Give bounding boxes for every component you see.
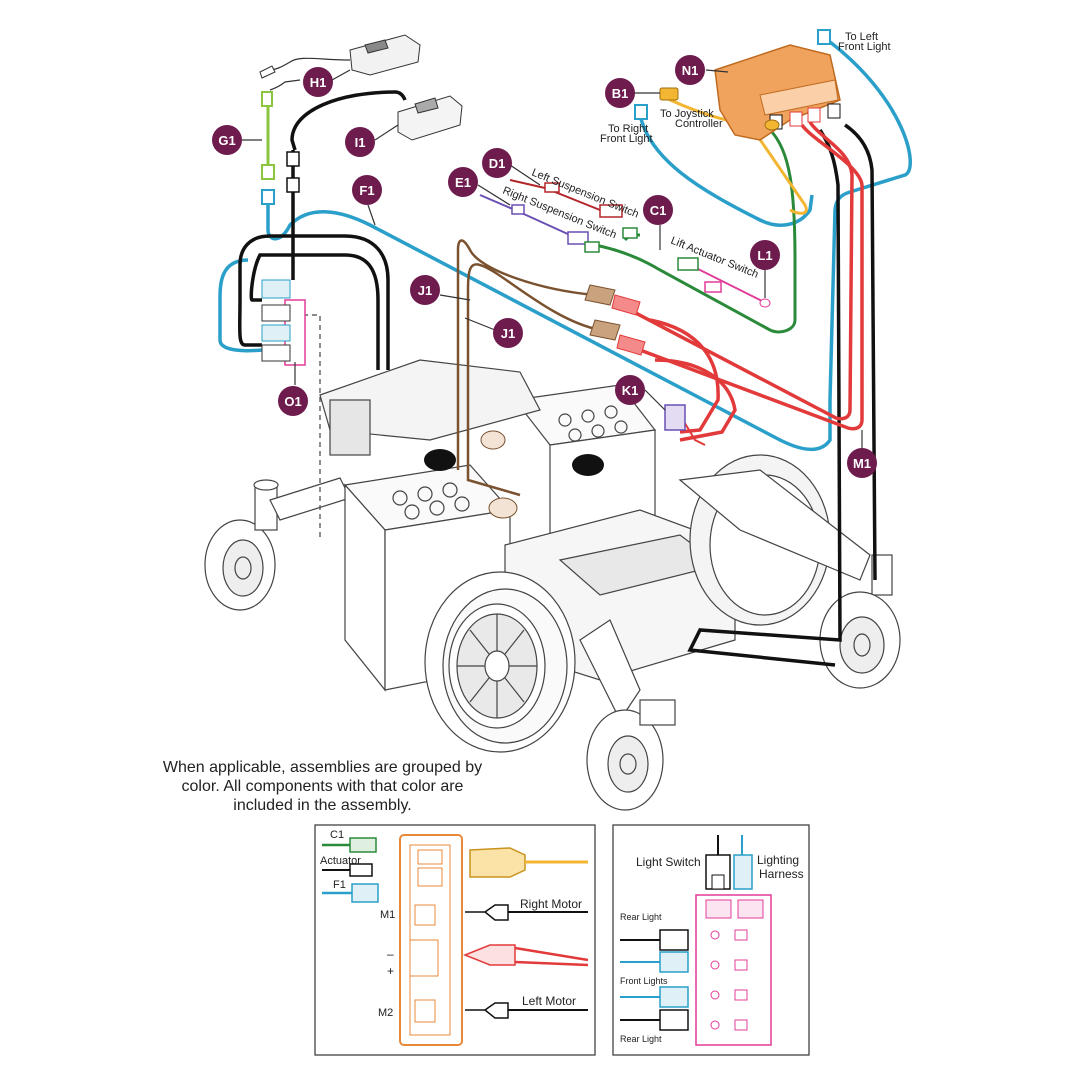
- inset-lighting: Light Switch Lighting Harness Rear Light…: [612, 824, 810, 1056]
- inset-label-m1: M1: [380, 909, 395, 921]
- inset-label-right-motor: Right Motor: [520, 897, 582, 911]
- svg-text:E1: E1: [455, 175, 471, 190]
- inset-label-lighting-harness-1: Lighting: [757, 853, 799, 867]
- callout-e1: E1: [448, 167, 478, 197]
- wire-blue-lighting: [218, 40, 912, 452]
- svg-text:J1: J1: [418, 283, 432, 298]
- svg-text:O1: O1: [284, 394, 301, 409]
- callout-l1: L1: [750, 240, 780, 270]
- connector-c1: [584, 227, 771, 308]
- drive-wheel-left: [424, 571, 576, 753]
- inset-controller: C1 Actuator F1 M1 – + M2 Right Motor Lef…: [314, 824, 596, 1056]
- label-to-left-front-light-1: To Left: [845, 31, 878, 43]
- light-board-o1: [261, 279, 306, 366]
- svg-text:C1: C1: [650, 203, 667, 218]
- switch-i1: [397, 95, 463, 141]
- inset-label-minus: –: [387, 947, 394, 961]
- callout-n1: N1: [675, 55, 705, 85]
- connector-left-front-light: [817, 29, 831, 45]
- module-n1: [714, 44, 841, 141]
- label-to-left-front-light-2: Front Light: [838, 41, 891, 53]
- color-grouping-caption: When applicable, assemblies are grouped …: [162, 759, 483, 814]
- svg-text:I1: I1: [355, 135, 366, 150]
- pendant-h1: [259, 34, 421, 79]
- inset-label-plus: +: [387, 964, 394, 978]
- svg-text:D1: D1: [489, 156, 506, 171]
- connector-b1: [634, 87, 679, 120]
- label-to-joystick-1: To Joystick: [660, 108, 714, 120]
- callout-h1: H1: [303, 67, 333, 97]
- connector-d1: [544, 182, 623, 218]
- connector-g1: [261, 91, 300, 205]
- wire-brown-suspension: [456, 239, 601, 497]
- svg-text:M1: M1: [853, 456, 871, 471]
- callout-k1: K1: [615, 375, 645, 405]
- svg-text:H1: H1: [310, 75, 327, 90]
- inset-label-f1: F1: [333, 879, 346, 891]
- inset-label-rear-light-top: Rear Light: [620, 912, 662, 922]
- callout-j1-upper: J1: [410, 275, 440, 305]
- wire-red-motor: [629, 120, 864, 442]
- inset-label-light-switch: Light Switch: [636, 855, 701, 869]
- callout-b1: B1: [605, 78, 635, 108]
- connector-e1: [511, 204, 589, 245]
- callout-c1: C1: [643, 195, 673, 225]
- label-to-right-front-light-1: To Right: [608, 123, 648, 135]
- breaker-k1: [664, 404, 686, 431]
- inset-label-rear-light-bottom: Rear Light: [620, 1034, 662, 1044]
- inset-label-m2: M2: [378, 1007, 393, 1019]
- inset-label-actuator: Actuator: [320, 855, 361, 867]
- caster-rear: [586, 699, 676, 811]
- chair-frame: [204, 314, 901, 811]
- svg-text:G1: G1: [218, 133, 235, 148]
- svg-text:N1: N1: [682, 63, 699, 78]
- inset-label-lighting-harness-2: Harness: [759, 867, 804, 881]
- callout-g1: G1: [212, 125, 242, 155]
- svg-text:L1: L1: [757, 248, 772, 263]
- inset-label-left-motor: Left Motor: [522, 994, 576, 1008]
- callout-f1: F1: [352, 175, 382, 205]
- label-to-right-front-light-2: Front Light: [600, 133, 653, 145]
- inset-label-front-lights: Front Lights: [620, 976, 668, 986]
- label-to-joystick-2: Controller: [675, 118, 723, 130]
- callout-i1: I1: [345, 127, 375, 157]
- callout-j1-lower: J1: [493, 318, 523, 348]
- callout-o1: O1: [278, 386, 308, 416]
- callout-m1: M1: [847, 448, 877, 478]
- inset-label-c1: C1: [330, 829, 344, 841]
- caster-left-front: [204, 479, 279, 611]
- svg-text:F1: F1: [359, 183, 374, 198]
- svg-text:B1: B1: [612, 86, 629, 101]
- callout-leaders: [242, 69, 863, 450]
- svg-text:K1: K1: [622, 383, 639, 398]
- battery-terminals: [424, 430, 604, 519]
- callout-d1: D1: [482, 148, 512, 178]
- connector-j1-motor: [584, 284, 646, 356]
- svg-text:J1: J1: [501, 326, 515, 341]
